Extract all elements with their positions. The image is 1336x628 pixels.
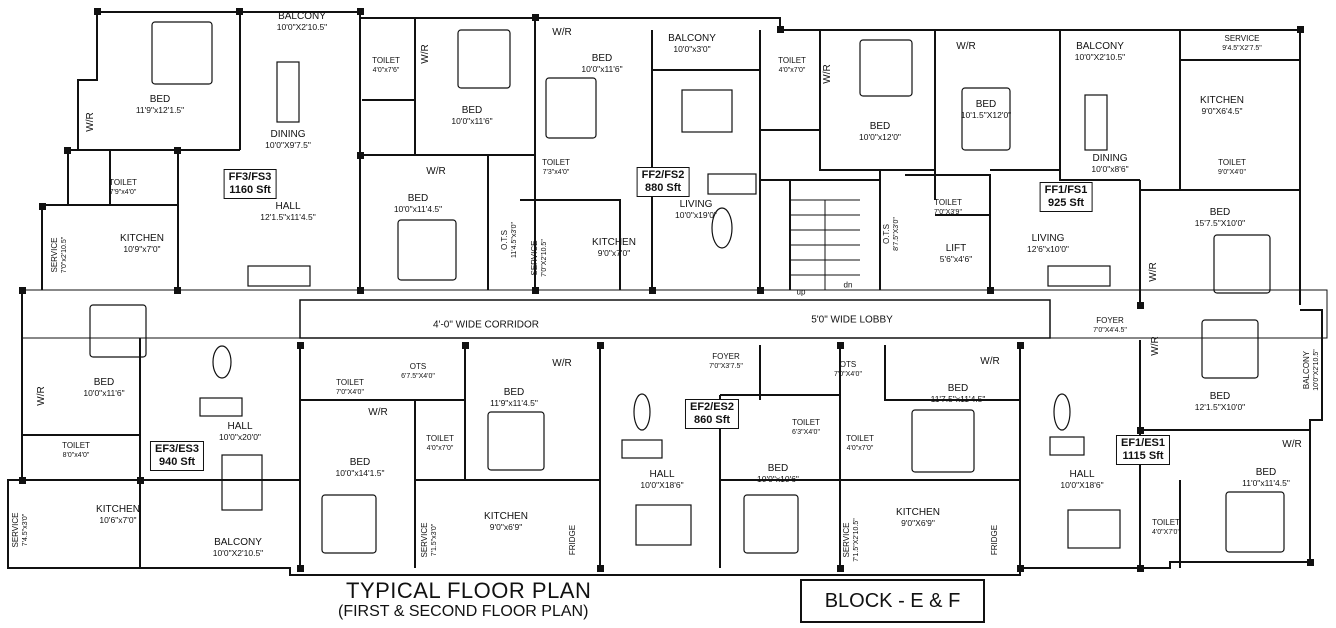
room-label: W/R <box>36 386 47 406</box>
block-label: BLOCK - E & F <box>800 579 985 623</box>
room-label: FRIDGE <box>568 524 577 556</box>
corridor-label: 4'-0" WIDE CORRIDOR <box>432 319 540 331</box>
room-label: W/R <box>420 44 431 64</box>
room-label: FRIDGE <box>990 524 999 556</box>
lobby-label: 5'0" WIDE LOBBY <box>811 314 893 326</box>
room-label: W/R <box>1150 336 1161 356</box>
room-label: W/R <box>426 166 446 177</box>
page-title: TYPICAL FLOOR PLAN <box>346 578 592 603</box>
room-label: W/R <box>368 407 388 418</box>
room-label: W/R <box>552 27 572 38</box>
room-label: W/R <box>1282 439 1302 450</box>
room-label: W/R <box>822 64 833 84</box>
stair-up-label: up <box>796 287 806 297</box>
room-label: W/R <box>552 358 572 369</box>
page-subtitle: (FIRST & SECOND FLOOR PLAN) <box>338 603 589 620</box>
room-label: W/R <box>1148 262 1159 282</box>
stair-down-label: dn <box>843 280 853 290</box>
room-label: W/R <box>956 41 976 52</box>
room-label: W/R <box>85 112 96 132</box>
room-label: W/R <box>980 356 1000 367</box>
